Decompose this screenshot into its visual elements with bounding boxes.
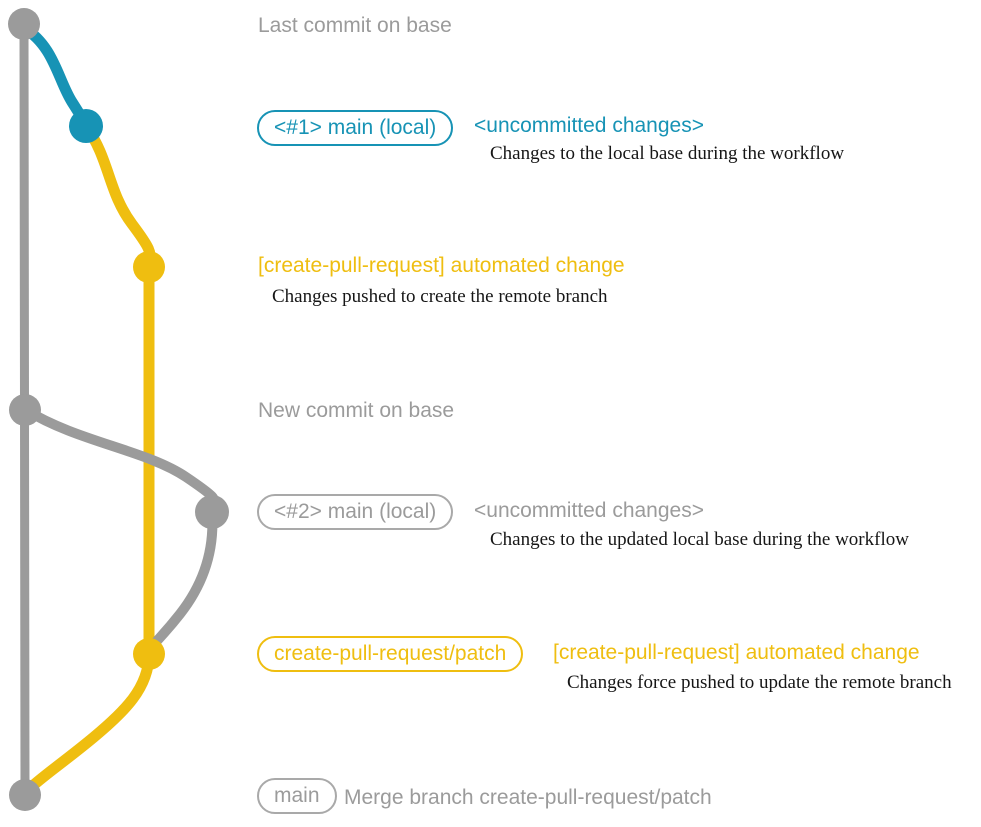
commit-dot-uncommitted-2 bbox=[195, 495, 229, 529]
annotation-new-commit-on-base: New commit on base bbox=[258, 399, 455, 422]
commit-desc-automated-2: Changes force pushed to update the remot… bbox=[567, 672, 952, 693]
commit-title-automated-2: [create-pull-request] automated change bbox=[553, 641, 920, 664]
commit-dot-automated-2 bbox=[133, 638, 165, 670]
branch-pill-main: main bbox=[257, 778, 337, 814]
commit-title-automated-1: [create-pull-request] automated change bbox=[258, 254, 625, 277]
base-rebase-path-upper bbox=[21, 405, 220, 517]
commit-title-uncommitted-2: <uncommitted changes> bbox=[474, 499, 704, 522]
commit-title-uncommitted-1: <uncommitted changes> bbox=[474, 114, 704, 137]
commit-desc-uncommitted-1: Changes to the local base during the wor… bbox=[490, 143, 845, 164]
commit-title-merge: Merge branch create-pull-request/patch bbox=[344, 786, 712, 809]
commit-dot-new-base bbox=[9, 394, 41, 426]
base-rebase-path-lower bbox=[144, 507, 218, 659]
branch-pill-main-local-1: <#1> main (local) bbox=[257, 110, 454, 146]
commit-dot-automated-1 bbox=[133, 251, 165, 283]
commit-desc-uncommitted-2: Changes to the updated local base during… bbox=[490, 529, 909, 550]
commit-dot-merge bbox=[9, 779, 41, 811]
commit-dot-uncommitted-1 bbox=[69, 109, 103, 143]
branch-pill-main-local-2: <#2> main (local) bbox=[257, 494, 454, 530]
main-local-branch-path bbox=[18, 22, 92, 132]
commit-dot-last-base bbox=[8, 8, 40, 40]
branch-pill-create-pull-request-patch: create-pull-request/patch bbox=[257, 636, 524, 672]
patch-branch-path bbox=[21, 120, 156, 797]
commit-desc-automated-1: Changes pushed to create the remote bran… bbox=[272, 286, 608, 307]
annotation-last-commit-on-base: Last commit on base bbox=[258, 14, 452, 37]
